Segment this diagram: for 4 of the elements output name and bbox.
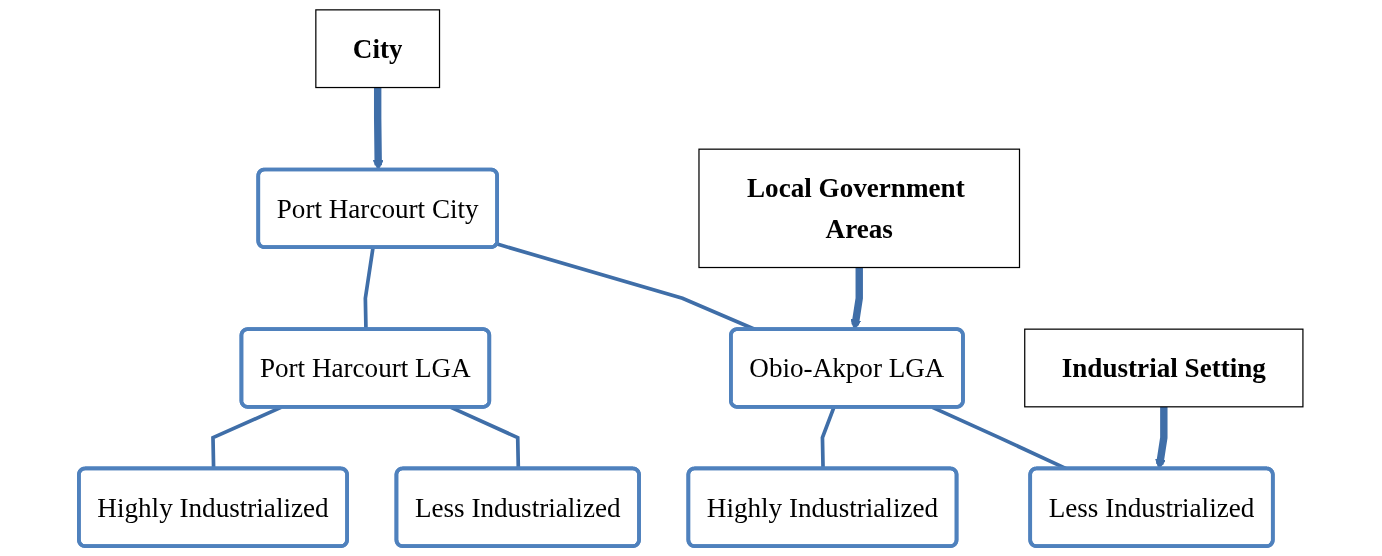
node-box: City (315, 9, 441, 89)
node-box: Local Government Areas (698, 148, 1021, 269)
node-box: Industrial Setting (1024, 328, 1304, 408)
connector (363, 247, 375, 330)
